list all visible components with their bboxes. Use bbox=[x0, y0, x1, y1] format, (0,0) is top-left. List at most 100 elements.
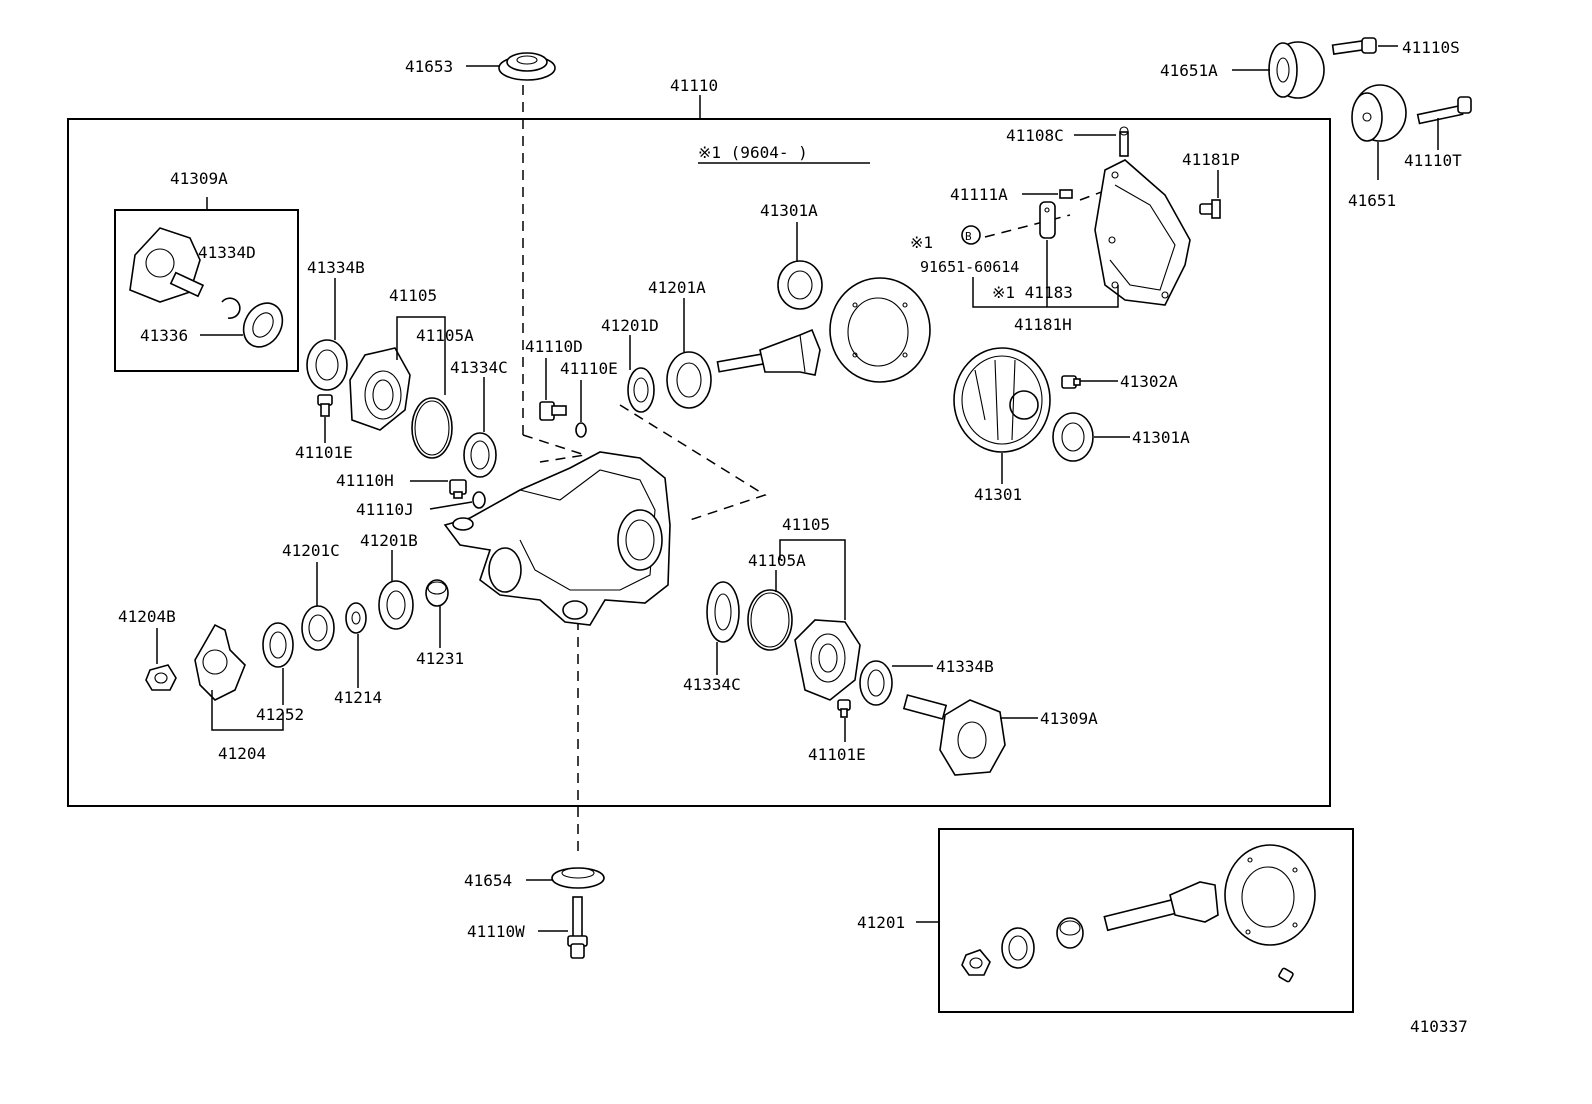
label-41108C[interactable]: 41108C bbox=[1006, 126, 1064, 145]
seal-41252[interactable] bbox=[262, 622, 294, 668]
label-41183[interactable]: ※1 41183 bbox=[992, 283, 1073, 302]
label-41334B-right[interactable]: 41334B bbox=[936, 657, 994, 676]
label-41301A-top[interactable]: 41301A bbox=[760, 201, 818, 220]
label-41105-right[interactable]: 41105 bbox=[782, 515, 830, 534]
breather-plug-41108C[interactable] bbox=[1119, 126, 1129, 157]
shim-41334C-left[interactable] bbox=[463, 432, 497, 478]
label-41110E[interactable]: 41110E bbox=[560, 359, 618, 378]
label-41110T[interactable]: 41110T bbox=[1404, 151, 1462, 170]
note-date-range: ※1 (9604- ) bbox=[698, 143, 808, 162]
mount-cushion-41651A[interactable] bbox=[1268, 41, 1325, 99]
ring-gear[interactable] bbox=[829, 277, 931, 383]
retainer-41105-right[interactable] bbox=[794, 619, 861, 701]
bearing-41301A-right[interactable] bbox=[1052, 412, 1094, 462]
o-ring-41105A-left[interactable] bbox=[411, 397, 453, 459]
shim-41334C-right[interactable] bbox=[706, 581, 740, 643]
diff-case-41301[interactable] bbox=[953, 347, 1051, 453]
label-41214[interactable]: 41214 bbox=[334, 688, 382, 707]
label-41105-left[interactable]: 41105 bbox=[389, 286, 437, 305]
plug-41181P[interactable] bbox=[1199, 199, 1221, 219]
oil-seal-41334B-right[interactable] bbox=[859, 660, 893, 706]
label-41651[interactable]: 41651 bbox=[1348, 191, 1396, 210]
label-41309A-top[interactable]: 41309A bbox=[170, 169, 228, 188]
label-41201C[interactable]: 41201C bbox=[282, 541, 340, 560]
flange-41204[interactable] bbox=[194, 623, 246, 701]
bearing-41301A-top[interactable] bbox=[777, 260, 823, 310]
label-41201[interactable]: 41201 bbox=[857, 913, 905, 932]
label-41181P[interactable]: 41181P bbox=[1182, 150, 1240, 169]
label-41334C-left[interactable]: 41334C bbox=[450, 358, 508, 377]
gear-kit-41201[interactable] bbox=[961, 844, 1316, 983]
label-41301[interactable]: 41301 bbox=[974, 485, 1022, 504]
bolt-41110T[interactable] bbox=[1416, 96, 1472, 125]
stub-shaft-41309A-right[interactable] bbox=[902, 694, 1006, 776]
label-41302A[interactable]: 41302A bbox=[1120, 372, 1178, 391]
spacer-41214[interactable] bbox=[345, 602, 367, 634]
label-41654[interactable]: 41654 bbox=[464, 871, 512, 890]
bearing-41201C[interactable] bbox=[301, 605, 335, 651]
label-41110S[interactable]: 41110S bbox=[1402, 38, 1460, 57]
label-41204B[interactable]: 41204B bbox=[118, 607, 176, 626]
label-91651[interactable]: 91651-60614 bbox=[920, 258, 1019, 276]
label-41651A[interactable]: 41651A bbox=[1160, 61, 1218, 80]
carrier-housing-41110[interactable] bbox=[443, 451, 671, 626]
label-41110W[interactable]: 41110W bbox=[467, 922, 525, 941]
label-41309A-right[interactable]: 41309A bbox=[1040, 709, 1098, 728]
bearing-41201B[interactable] bbox=[378, 580, 414, 630]
nut-41204B[interactable] bbox=[145, 664, 177, 691]
bolt-41101E-right[interactable] bbox=[837, 699, 851, 718]
washer-41654[interactable] bbox=[551, 867, 605, 889]
stub-shaft-41309A-subassy[interactable] bbox=[129, 227, 290, 354]
svg-text:B: B bbox=[965, 230, 972, 243]
bolt-41110S[interactable] bbox=[1331, 37, 1377, 55]
label-41301A-right[interactable]: 41301A bbox=[1132, 428, 1190, 447]
rear-cover-41181H[interactable] bbox=[1094, 159, 1191, 306]
label-41201A[interactable]: 41201A bbox=[648, 278, 706, 297]
gasket-41110J[interactable] bbox=[472, 491, 486, 509]
label-41181H[interactable]: 41181H bbox=[1014, 315, 1072, 334]
bolt-41110D[interactable] bbox=[539, 401, 567, 421]
pin-41111A[interactable] bbox=[1059, 189, 1073, 199]
bolt-41101E-left[interactable] bbox=[317, 394, 333, 417]
label-41110H[interactable]: 41110H bbox=[336, 471, 394, 490]
collar-41231[interactable] bbox=[425, 579, 449, 607]
label-41111A[interactable]: 41111A bbox=[950, 185, 1008, 204]
label-41204[interactable]: 41204 bbox=[218, 744, 266, 763]
figure-number: 410337 bbox=[1410, 1017, 1468, 1036]
part-labels: 41653 41110 41651A 41110S 41110T 41651 4… bbox=[118, 38, 1468, 1036]
label-41653[interactable]: 41653 bbox=[405, 57, 453, 76]
label-41334D[interactable]: 41334D bbox=[198, 243, 256, 262]
spacer-41201D[interactable] bbox=[627, 367, 655, 413]
label-41105A-right[interactable]: 41105A bbox=[748, 551, 806, 570]
drive-pinion[interactable] bbox=[716, 328, 821, 376]
washer-41110E[interactable] bbox=[575, 422, 587, 438]
label-41201D[interactable]: 41201D bbox=[601, 316, 659, 335]
bolt-41302A[interactable] bbox=[1061, 375, 1081, 389]
bolt-41110W[interactable] bbox=[567, 896, 588, 959]
label-41201B[interactable]: 41201B bbox=[360, 531, 418, 550]
label-41336[interactable]: 41336 bbox=[140, 326, 188, 345]
label-41231[interactable]: 41231 bbox=[416, 649, 464, 668]
tag-41183[interactable] bbox=[1039, 201, 1056, 239]
label-41110D[interactable]: 41110D bbox=[525, 337, 583, 356]
label-mark1: ※1 bbox=[910, 233, 933, 252]
label-41252[interactable]: 41252 bbox=[256, 705, 304, 724]
oil-seal-41334B-left[interactable] bbox=[306, 339, 348, 391]
gear-kit-subframe bbox=[938, 828, 1354, 1013]
o-ring-41105A-right[interactable] bbox=[747, 589, 793, 651]
label-41110J[interactable]: 41110J bbox=[356, 500, 414, 519]
label-41334B-left[interactable]: 41334B bbox=[307, 258, 365, 277]
mount-cushion-41651[interactable] bbox=[1351, 84, 1407, 142]
bearing-41201A[interactable] bbox=[666, 351, 712, 409]
label-41105A-left[interactable]: 41105A bbox=[416, 326, 474, 345]
label-41101E-right[interactable]: 41101E bbox=[808, 745, 866, 764]
label-41110[interactable]: 41110 bbox=[670, 76, 718, 95]
plug-41110H[interactable] bbox=[449, 479, 467, 499]
retainer-41105-left[interactable] bbox=[349, 347, 411, 431]
vent-cap-41653[interactable] bbox=[498, 52, 556, 81]
label-41101E-left[interactable]: 41101E bbox=[295, 443, 353, 462]
nut-91651[interactable]: B bbox=[961, 225, 981, 245]
label-41334C-right[interactable]: 41334C bbox=[683, 675, 741, 694]
